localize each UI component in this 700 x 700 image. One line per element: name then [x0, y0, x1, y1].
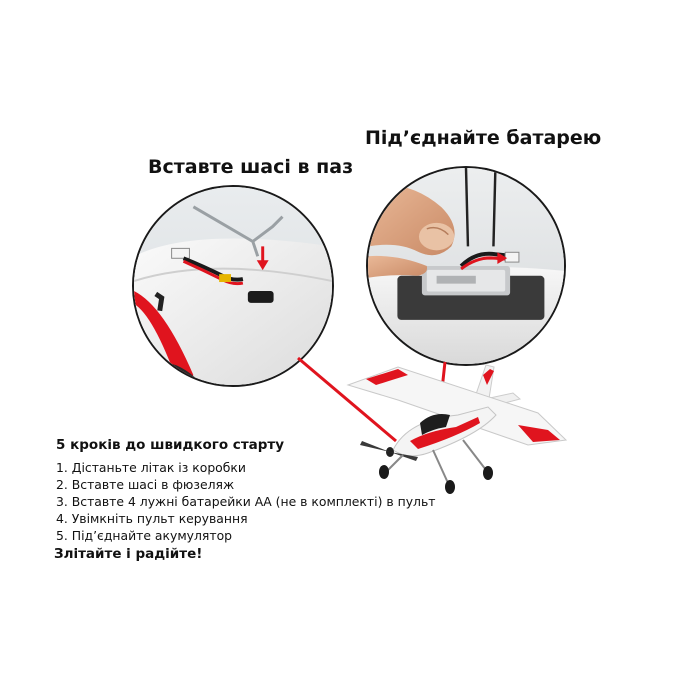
step-item: 5. Під’єднайте акумулятор [56, 528, 233, 543]
steps-heading: 5 кроків до швидкого старту [56, 437, 285, 453]
battery-connection-image [368, 168, 564, 364]
step-item: 4. Увімкніть пульт керування [56, 511, 248, 526]
red-arrow-icon [256, 260, 269, 271]
battery-connection-photo [366, 166, 566, 366]
steps-closing: Злітайте і радійте! [54, 546, 203, 562]
step-item: 1. Дістаньте літак із коробки [56, 460, 246, 475]
headline-insert-gear: Вставте шасі в паз [148, 156, 354, 178]
headline-connect-battery: Під’єднайте батарею [365, 127, 602, 149]
landing-gear-slot-image [134, 187, 332, 385]
red-arrow-icon [497, 252, 508, 265]
rc-airplane-illustration [338, 345, 578, 515]
rc-airplane-image [346, 364, 568, 494]
steps-list: 1. Дістаньте літак із коробки 2. Вставте… [54, 459, 454, 544]
landing-gear-slot-photo [132, 185, 334, 387]
step-item: 3. Вставте 4 лужні батарейки АА (не в ко… [56, 494, 436, 509]
step-item: 2. Вставте шасі в фюзеляж [56, 477, 235, 492]
quick-start-steps: 5 кроків до швидкого старту 1. Дістаньте… [54, 437, 454, 562]
